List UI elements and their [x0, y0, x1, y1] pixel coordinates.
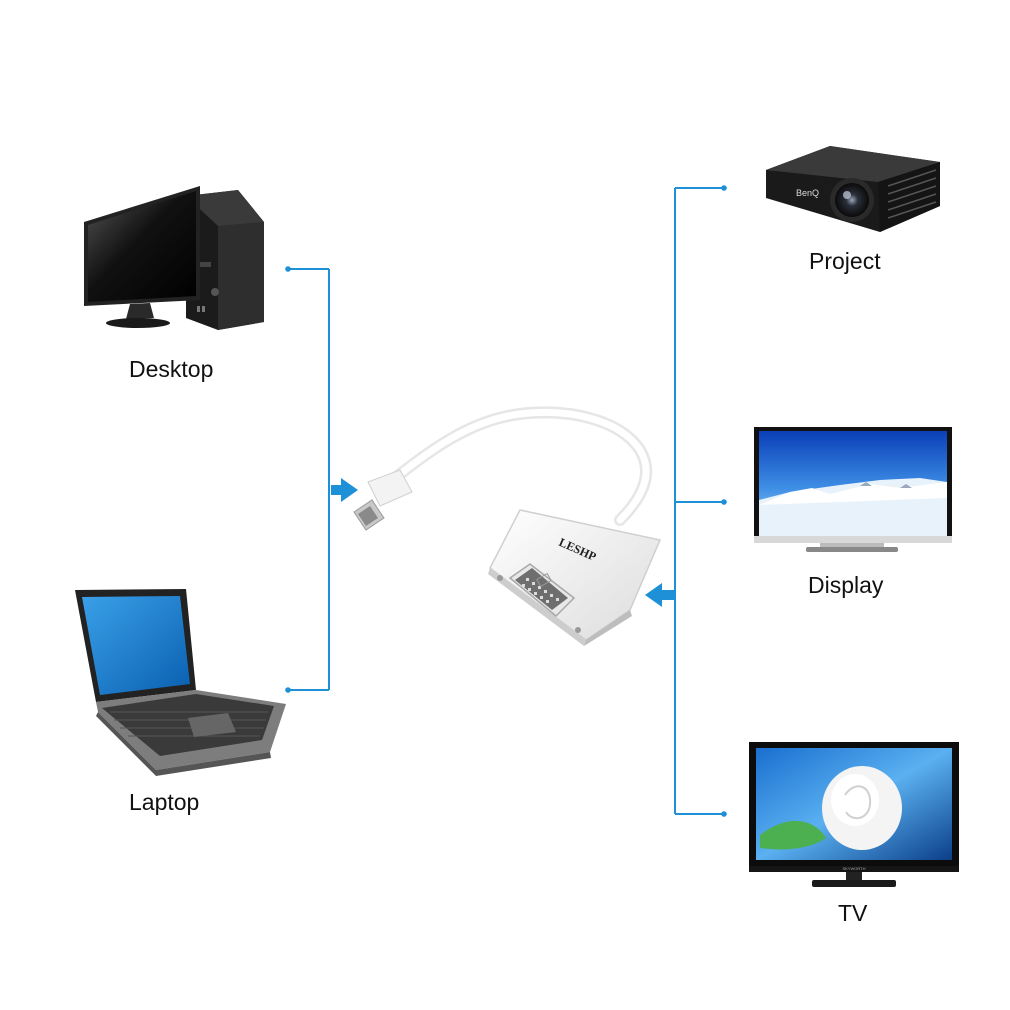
projector-brand-label: BenQ — [796, 188, 819, 198]
display-connector-dot — [721, 499, 727, 505]
projector-connector-dot — [721, 185, 727, 191]
desktop-computer-icon — [84, 186, 264, 330]
tv-brand-label: SKYWORTH — [842, 866, 865, 871]
tv-icon: SKYWORTH — [749, 742, 959, 887]
arrow-right-icon — [331, 478, 358, 502]
display-label: Display — [808, 572, 884, 598]
arrow-left-icon — [645, 583, 674, 607]
project-label: Project — [809, 248, 881, 274]
mini-displayport-to-dvi-adapter-icon: LESHP — [353, 406, 662, 646]
laptop-connector-dot — [285, 687, 291, 693]
desktop-connector-dot — [285, 266, 291, 272]
tv-connector-dot — [721, 811, 727, 817]
monitor-icon — [754, 427, 952, 552]
tv-label: TV — [838, 900, 868, 926]
desktop-label: Desktop — [129, 356, 214, 382]
right-connector — [674, 187, 724, 815]
projector-icon: BenQ — [766, 146, 940, 232]
laptop-icon — [75, 589, 286, 776]
laptop-label: Laptop — [129, 789, 200, 815]
left-connector — [288, 268, 330, 691]
